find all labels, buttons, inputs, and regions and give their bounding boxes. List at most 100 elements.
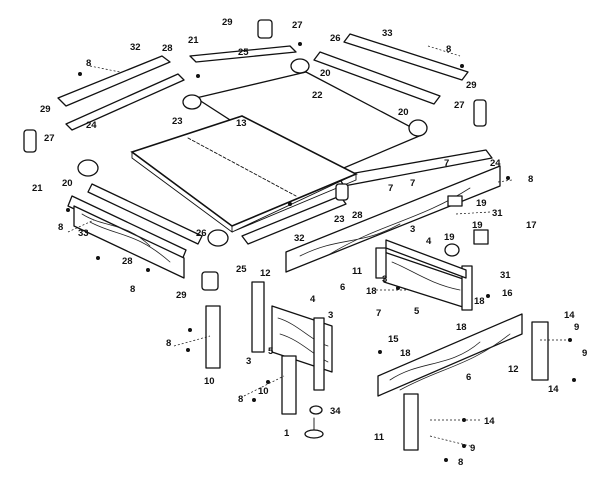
callout-9: 9 (582, 348, 587, 359)
leg-post-11 (375, 247, 387, 279)
callout-29: 29 (40, 104, 51, 115)
leader (455, 211, 491, 215)
rail-25-lower (241, 195, 347, 245)
callout-25: 25 (238, 47, 249, 58)
screw-2 (195, 74, 200, 79)
callout-9: 9 (574, 322, 579, 333)
callout-26: 26 (196, 228, 207, 239)
callout-9: 9 (470, 443, 475, 454)
callout-23: 23 (334, 214, 345, 225)
pocket-23-center (335, 183, 349, 201)
bracket-17 (473, 229, 489, 245)
callout-5: 5 (414, 306, 420, 317)
callout-18: 18 (474, 296, 485, 307)
leg-12-right (531, 321, 549, 381)
pocket-20-right (408, 119, 428, 137)
screw-10 (485, 293, 490, 298)
callout-29: 29 (222, 17, 233, 28)
leader (173, 335, 211, 347)
apron-left-grain (81, 213, 171, 263)
callout-18: 18 (366, 286, 377, 297)
base-frame (205, 195, 549, 451)
callout-34: 34 (330, 406, 341, 417)
pocket-20-left (77, 159, 99, 177)
callout-27: 27 (454, 100, 465, 111)
screw-9 (395, 285, 400, 290)
callout-3: 3 (246, 356, 251, 367)
callout-19: 19 (444, 232, 455, 243)
cushion-26 (313, 51, 441, 105)
leader-lines (67, 45, 572, 447)
cushion-24-upper (65, 73, 185, 131)
screw-20 (377, 349, 382, 354)
slate-13-edge-right (231, 173, 357, 233)
callout-10: 10 (258, 386, 269, 397)
leg-post-3-front (313, 317, 325, 391)
callout-3: 3 (410, 224, 415, 235)
leg-11-right (403, 393, 419, 451)
callout-8: 8 (528, 174, 533, 185)
callout-18: 18 (456, 322, 467, 333)
callout-29: 29 (466, 80, 477, 91)
callout-18: 18 (400, 348, 411, 359)
callout-8: 8 (458, 457, 463, 468)
callout-28: 28 (352, 210, 363, 221)
rail-25 (189, 45, 297, 63)
callout-7: 7 (376, 308, 381, 319)
callout-15: 15 (388, 334, 399, 345)
side-rail-6 (377, 313, 523, 397)
callout-8: 8 (58, 222, 63, 233)
apron-left (73, 205, 185, 279)
screw-8 (505, 175, 510, 180)
callout-27: 27 (44, 133, 55, 144)
callout-8: 8 (166, 338, 171, 349)
callout-20: 20 (320, 68, 331, 79)
leg-post-3 (461, 265, 473, 311)
hardware (66, 42, 577, 462)
pockets (23, 19, 487, 291)
callout-27: 27 (292, 20, 303, 31)
callout-20: 20 (62, 178, 73, 189)
callout-11: 11 (374, 432, 385, 443)
top-frame (57, 33, 493, 261)
leader (67, 219, 95, 233)
screw-14 (251, 397, 256, 402)
rail-24-right (337, 149, 493, 187)
leader (89, 65, 121, 73)
callout-25: 25 (236, 264, 247, 275)
callout-14: 14 (564, 310, 575, 321)
callout-7: 7 (388, 183, 393, 194)
callout-3: 3 (382, 274, 387, 285)
callout-33: 33 (78, 228, 89, 239)
callout-19: 19 (476, 198, 487, 209)
callout-17: 17 (526, 220, 537, 231)
screw-13 (265, 379, 270, 384)
callout-10: 10 (204, 376, 215, 387)
bracket-19 (447, 195, 463, 207)
screw-3 (459, 64, 464, 69)
callout-33: 33 (382, 28, 393, 39)
crossbar-4 (385, 239, 467, 279)
slate-seam (187, 137, 297, 197)
side-rail-6-grain (389, 333, 511, 391)
pocket-29-left (23, 129, 37, 153)
callout-12: 12 (260, 268, 271, 279)
callout-26: 26 (330, 33, 341, 44)
screw-5 (96, 255, 101, 260)
callout-29: 29 (176, 290, 187, 301)
callout-23: 23 (172, 116, 183, 127)
callout-4: 4 (426, 236, 432, 247)
callout-32: 32 (130, 42, 141, 53)
callout-32: 32 (294, 233, 305, 244)
callout-13: 13 (236, 118, 247, 129)
callout-1: 1 (284, 428, 290, 439)
leveler-1-foot (304, 429, 324, 439)
screw-11 (187, 327, 192, 332)
screw-4 (66, 207, 71, 212)
rail-33-upper (343, 33, 469, 81)
callouts: 29 27 33 21 32 28 25 26 8 8 29 27 20 22 … (32, 17, 587, 468)
callout-7: 7 (444, 158, 449, 169)
leg-10-left (205, 305, 221, 369)
caster-19 (444, 243, 460, 257)
callout-21: 21 (188, 35, 199, 46)
